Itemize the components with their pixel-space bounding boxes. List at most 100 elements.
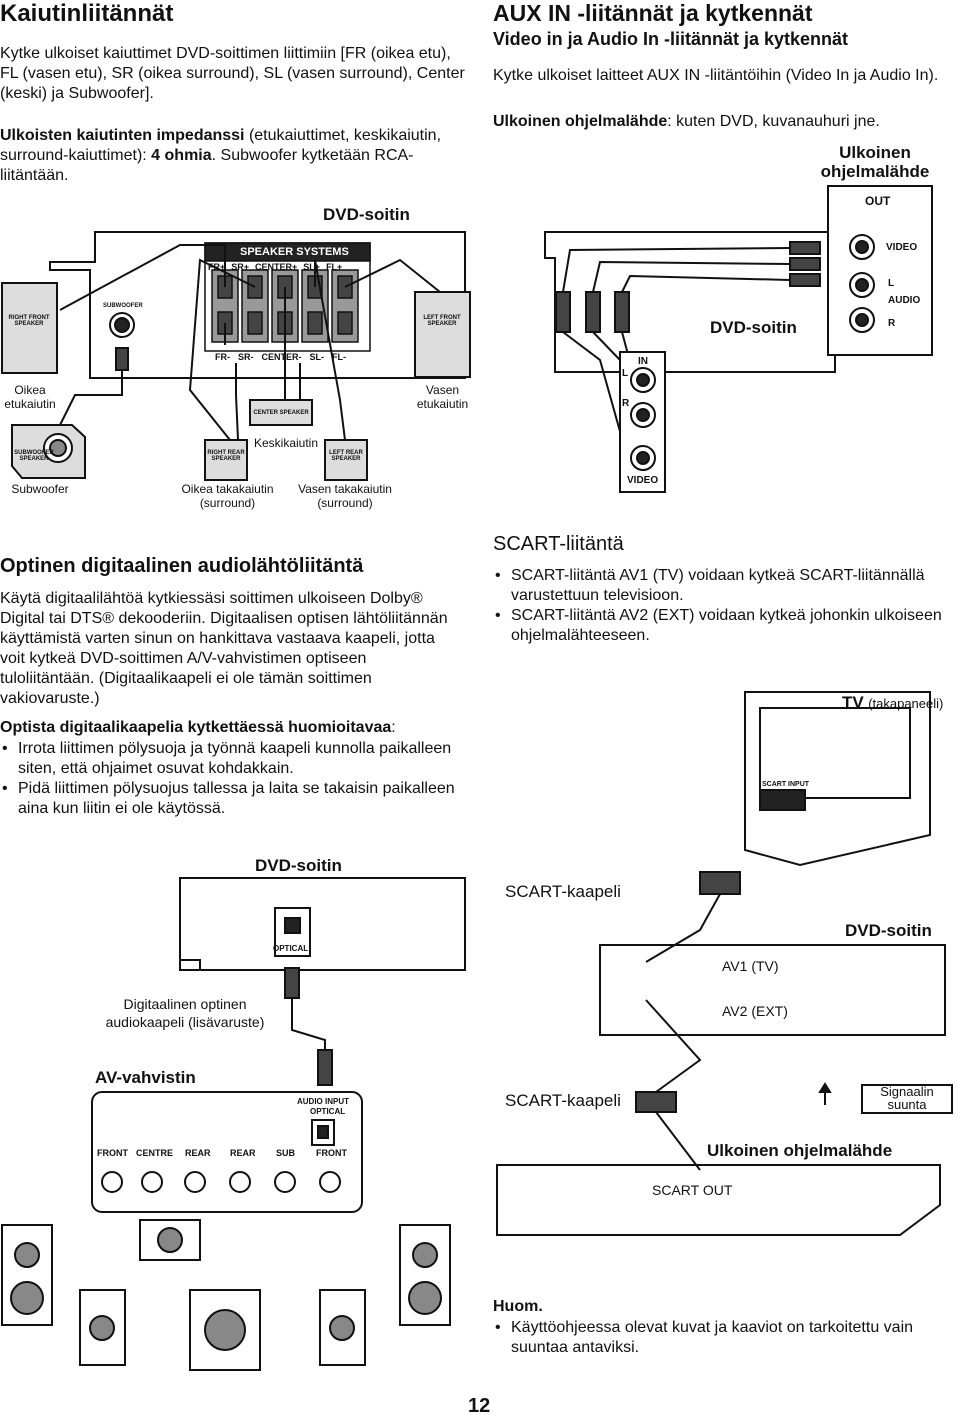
aux-source-rest: : kuten DVD, kuvanauhuri jne.	[667, 113, 880, 130]
av-amplifier-label: AV-vahvistin	[95, 1068, 196, 1087]
scart-bullet-list: SCART-liitäntä AV1 (TV) voidaan kytkeä S…	[493, 566, 960, 646]
aux-source-body	[827, 185, 933, 356]
speaker-plus-labels: FR+ SR+ CENTER+ SL+ FL+	[208, 262, 342, 272]
subwoofer-jack	[109, 312, 135, 371]
impedance-value: 4 ohmia	[151, 147, 212, 164]
plus-label-center: CENTER+	[255, 262, 298, 272]
speaker-section-title: Kaiutinliitännät	[0, 0, 174, 27]
note-bullet-item: Käyttöohjeessa olevat kuvat ja kaaviot o…	[495, 1318, 960, 1358]
left-front-speaker-label: LEFT FRONT SPEAKER	[423, 315, 461, 327]
page-number: 12	[468, 1395, 491, 1417]
aux-dvd-body	[544, 231, 836, 373]
aux-video-label: VIDEO	[886, 242, 918, 253]
scart-section-title: SCART-liitäntä	[493, 533, 624, 555]
scart-cables	[645, 893, 721, 1171]
amp-speakers	[1, 1219, 451, 1371]
optical-dvd-label: DVD-soitin	[255, 856, 342, 875]
amp-optical-label: OPTICAL	[310, 1107, 346, 1116]
amp-port-centre: CENTRE	[136, 1148, 174, 1158]
aux-out-label: OUT	[865, 194, 891, 208]
optical-port-label: OPTICAL	[273, 944, 309, 953]
scart-dvd-label: DVD-soitin	[845, 921, 932, 940]
aux-dvd-label: DVD-soitin	[710, 318, 797, 337]
aux-source-text: Ulkoinen ohjelmalähde: kuten DVD, kuvana…	[493, 112, 958, 132]
caption-right-rear: Oikea takakaiutin (surround)	[181, 482, 274, 510]
aux-r-label: R	[888, 318, 896, 329]
scart-out-label: SCART OUT	[652, 1182, 733, 1198]
tv-sub-label: (takapaneeli)	[868, 696, 944, 711]
plus-label-fl: FL+	[326, 262, 343, 272]
signal-direction-label: Signaalin suunta	[880, 1084, 934, 1112]
amp-port-front: FRONT	[316, 1148, 347, 1158]
aux-section-title: AUX IN -liitännät ja kytkennät	[493, 0, 813, 26]
minus-label-fr: FR-	[215, 352, 230, 362]
impedance-text-a: (etukaiuttimet, keskikaiutin, surround-k…	[0, 127, 442, 164]
aux-intro-text: Kytke ulkoiset laitteet AUX IN -liitäntö…	[493, 67, 939, 84]
right-front-speaker-label: RIGHT FRONT SPEAKER	[8, 315, 50, 327]
aux-external-source-label: Ulkoinen ohjelmalähde	[820, 143, 930, 181]
aux-audio-label: AUDIO	[888, 295, 921, 306]
scart-av2-label: AV2 (EXT)	[722, 1003, 788, 1019]
optical-section-title: Optinen digitaalinen audiolähtöliitäntä	[0, 555, 364, 577]
optical-intro-text: Käytä digitaalilähtöä kytkiessäsi soitti…	[0, 590, 448, 707]
optical-bullet-item: Irrota liittimen pölysuoja ja työnnä kaa…	[2, 739, 463, 779]
center-speaker-label: CENTER SPEAKER	[253, 410, 309, 416]
speaker-impedance-text: Ulkoisten kaiutinten impedanssi (etukaiu…	[0, 126, 470, 186]
impedance-text-b: . Subwoofer kytketään RCA-liitäntään.	[0, 147, 414, 184]
optical-cable-label: Digitaalinen optinen audiokaapeli (lisäv…	[105, 996, 265, 1030]
right-rear-speaker-label: RIGHT REAR SPEAKER	[207, 450, 245, 462]
scart-source-body	[496, 1164, 941, 1236]
caption-left-rear: Vasen takakaiutin (surround)	[298, 482, 392, 510]
scart-av1-label: AV1 (TV)	[722, 958, 779, 974]
aux-in-label: IN	[638, 356, 648, 367]
amp-port-rear: REAR	[185, 1148, 211, 1158]
caption-subwoofer: Subwoofer	[11, 482, 69, 496]
amp-port-front: FRONT	[97, 1148, 128, 1158]
subwoofer-jack-label: SUBWOOFER	[103, 303, 143, 309]
subwoofer-speaker-label: SUBWOOFER SPEAKER	[14, 450, 54, 462]
optical-note-label: Optista digitaalikaapelia kytkettäessä h…	[0, 719, 392, 736]
right-front-speaker-box	[1, 282, 58, 374]
scart-cable-label-1: SCART-kaapeli	[505, 882, 621, 901]
scart-source-label: Ulkoinen ohjelmalähde	[707, 1141, 893, 1160]
left-front-speaker-box	[414, 291, 471, 378]
speaker-minus-labels: FR- SR- CENTER- SL- FL-	[215, 352, 346, 362]
aux-source-label: Ulkoinen ohjelmalähde	[493, 113, 668, 130]
speaker-dvd-label: DVD-soitin	[323, 205, 410, 224]
aux-l-label: L	[888, 278, 895, 289]
aux-in-l-label: L	[622, 368, 629, 379]
optical-bullet-list: Irrota liittimen pölysuoja ja työnnä kaa…	[0, 739, 463, 819]
caption-center: Keskikaiutin	[253, 436, 319, 450]
note-title: Huom.	[493, 1298, 543, 1315]
scart-input-label: SCART INPUT	[762, 781, 810, 788]
minus-label-sr: SR-	[238, 352, 254, 362]
tv-label: TV	[842, 693, 864, 712]
aux-out-jacks	[849, 234, 875, 333]
aux-section-subtitle: Video in ja Audio In -liitännät ja kytke…	[493, 29, 849, 49]
plus-label-fr: FR+	[208, 262, 226, 272]
amp-input-label: AUDIO INPUT	[297, 1097, 349, 1106]
amp-port-rear: REAR	[230, 1148, 256, 1158]
optical-note-colon: :	[391, 719, 396, 736]
optical-cable	[284, 967, 333, 1086]
optical-dvd-body	[179, 877, 466, 971]
plus-label-sr: SR+	[231, 262, 250, 272]
note-bullet-list: Käyttöohjeessa olevat kuvat ja kaaviot o…	[493, 1318, 960, 1358]
aux-in-r-label: R	[622, 398, 630, 409]
scart-bullet-item: SCART-liitäntä AV1 (TV) voidaan kytkeä S…	[495, 566, 960, 606]
aux-cables	[562, 247, 791, 486]
optical-note-heading: Optista digitaalikaapelia kytkettäessä h…	[0, 718, 470, 738]
aux-in-video-label: VIDEO	[627, 475, 659, 486]
speaker-wires	[59, 244, 441, 441]
scart-bullet-item: SCART-liitäntä AV2 (EXT) voidaan kytkeä …	[495, 606, 960, 646]
left-rear-speaker-label: LEFT REAR SPEAKER	[329, 450, 363, 462]
scart-plugs	[605, 871, 741, 1113]
scart-cable-label-2: SCART-kaapeli	[505, 1091, 621, 1110]
speaker-intro-text: Kytke ulkoiset kaiuttimet DVD-soittimen …	[0, 45, 465, 102]
caption-left-front: Vasen etukaiutin	[416, 383, 469, 411]
impedance-label: Ulkoisten kaiutinten impedanssi	[0, 127, 245, 144]
tv-body	[744, 691, 931, 867]
minus-label-center: CENTER-	[261, 352, 302, 362]
minus-label-sl: SL-	[309, 352, 325, 362]
